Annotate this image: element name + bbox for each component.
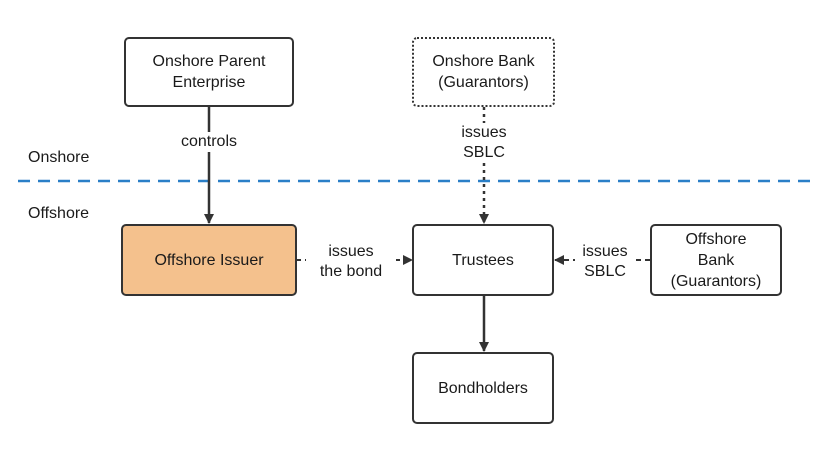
onshore-bank-guarantors-node: Onshore Bank (Guarantors) [412,37,555,107]
offshore-issues-sblc-label: issues SBLC [575,242,635,282]
issues-the-bond-label: issues the bond [306,242,396,282]
offshore-bank-guarantors-node: Offshore Bank (Guarantors) [650,224,782,296]
onshore-zone-label: Onshore [28,149,90,166]
offshore-zone-label: Offshore [28,205,90,222]
trustees-node: Trustees [412,224,554,296]
onshore-parent-enterprise-node: Onshore Parent Enterprise [124,37,294,107]
controls-label: controls [172,132,246,152]
onshore-issues-sblc-label: issues SBLC [452,123,516,163]
offshore-issuer-node: Offshore Issuer [121,224,297,296]
bondholders-node: Bondholders [412,352,554,424]
